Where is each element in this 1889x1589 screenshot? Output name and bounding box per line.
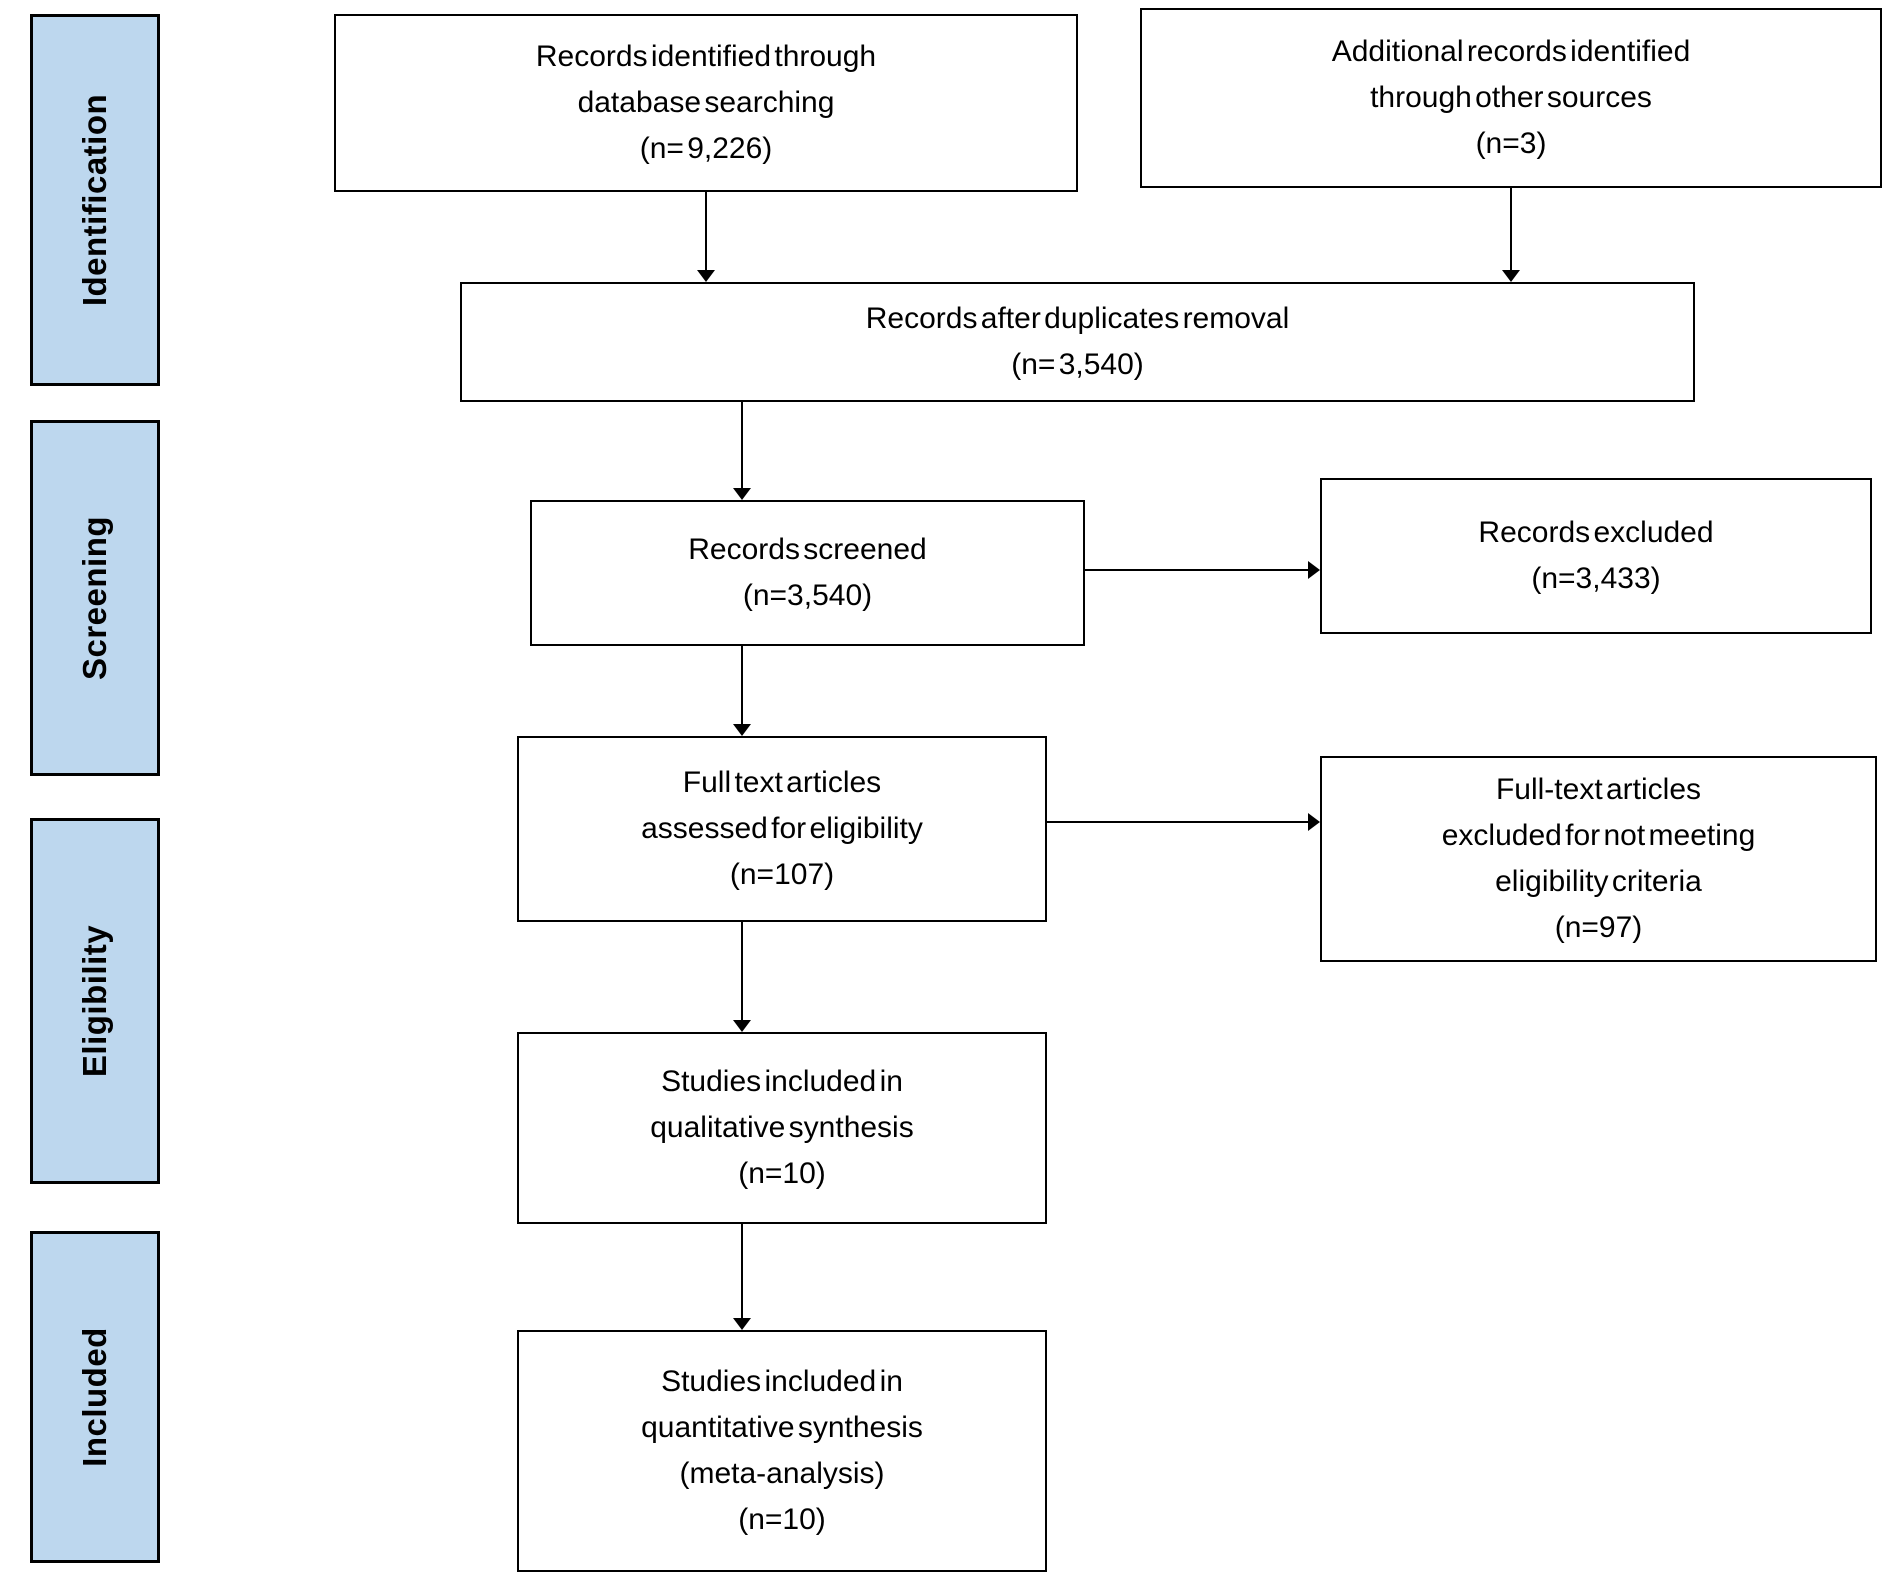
node-line: (n=97): [1554, 911, 1643, 944]
stage-eligibility-label: Eligibility: [76, 924, 113, 1078]
node-line: through other sources: [1370, 81, 1652, 114]
node-qualitative-synthesis: Studies included in qualitative synthesi…: [517, 1032, 1047, 1224]
stage-included: Included: [30, 1231, 160, 1563]
node-line: (n=10): [738, 1503, 826, 1536]
node-line: Additional records identified: [1331, 35, 1691, 68]
node-quantitative-synthesis: Studies included in quantitative synthes…: [517, 1330, 1047, 1572]
node-line: Records after duplicates removal: [865, 302, 1290, 335]
node-line: qualitative synthesis: [650, 1111, 914, 1144]
node-line: (n= 3,540): [1011, 348, 1144, 381]
node-line: Records screened: [688, 533, 927, 566]
node-line: (n=3): [1475, 127, 1547, 160]
node-line: Full text articles: [682, 766, 882, 799]
node-line: (n=3,540): [742, 579, 873, 612]
node-line: (n= 9,226): [639, 132, 773, 165]
node-line: (n=107): [729, 858, 835, 891]
node-line: quantitative synthesis: [641, 1411, 923, 1444]
node-line: Records identified through: [535, 40, 877, 73]
node-line: (n=10): [738, 1157, 826, 1190]
node-line: eligibility criteria: [1495, 865, 1702, 898]
node-line: Studies included in: [661, 1065, 903, 1098]
stage-screening: Screening: [30, 420, 160, 776]
node-line: assessed for eligibility: [641, 812, 923, 845]
node-line: database searching: [577, 86, 835, 119]
node-line: Records excluded: [1478, 516, 1714, 549]
stage-identification-label: Identification: [76, 93, 113, 307]
node-records-after-duplicates-removal: Records after duplicates removal (n= 3,5…: [460, 282, 1695, 402]
node-line: (n=3,433): [1531, 562, 1661, 595]
stage-screening-label: Screening: [76, 515, 113, 681]
node-records-excluded: Records excluded (n=3,433): [1320, 478, 1872, 634]
stage-identification: Identification: [30, 14, 160, 386]
node-fulltext-assessed: Full text articles assessed for eligibil…: [517, 736, 1047, 922]
node-records-identified-database: Records identified through database sear…: [334, 14, 1078, 192]
stage-included-label: Included: [76, 1327, 113, 1467]
node-additional-records-other-sources: Additional records identified through ot…: [1140, 8, 1882, 188]
node-fulltext-excluded: Full-text articles excluded for not meet…: [1320, 756, 1877, 962]
node-records-screened: Records screened (n=3,540): [530, 500, 1085, 646]
node-line: Studies included in: [661, 1365, 903, 1398]
node-line: excluded for not meeting: [1441, 819, 1756, 852]
node-line: Full-text articles: [1495, 773, 1702, 806]
stage-eligibility: Eligibility: [30, 818, 160, 1184]
node-line: (meta-analysis): [679, 1457, 885, 1490]
